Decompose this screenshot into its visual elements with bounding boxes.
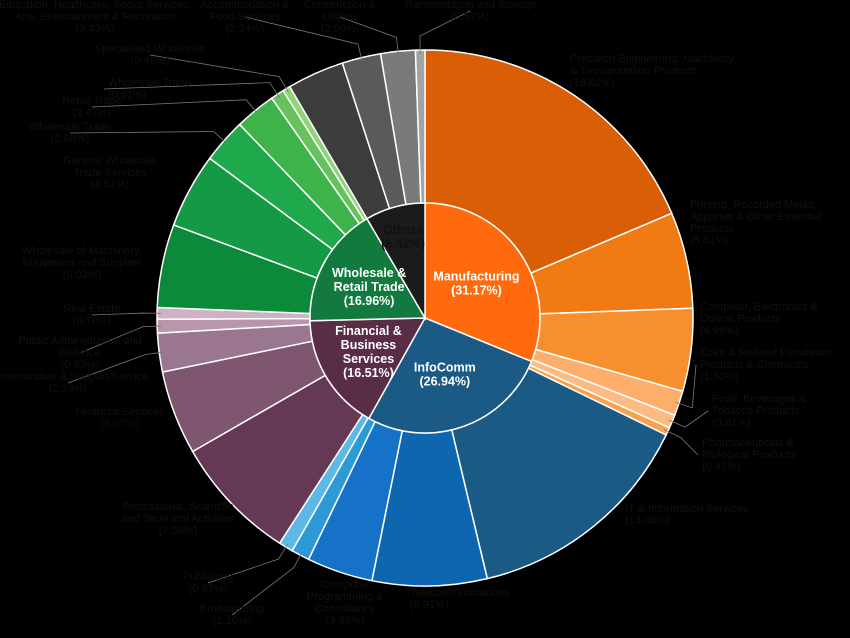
leader-wholesale-trade [69, 131, 228, 144]
inner-ring [309, 202, 541, 434]
outer-label-education-healthcare-social-services-arts-entertainment-recreation: Education, Healthcare, Social Services,A… [0, 0, 191, 35]
outer-label-wholesale-trade: Wholesale Trade(0.81%) [108, 77, 191, 101]
inner-label-manufacturing: Manufacturing(31.17%) [433, 269, 519, 297]
leader-food-beverages-tobacco-products [668, 410, 709, 428]
leader-transportation-and-storage [419, 10, 471, 55]
outer-label-retail-trade: Retail Trade(2.47%) [62, 95, 121, 119]
leader-administrative-support-service [67, 351, 164, 384]
outer-label-transportation-and-storage: Transportation and Storage(0.57%) [403, 0, 537, 23]
outer-label-it-information-services: IT & Information Services(14.08%) [625, 503, 749, 527]
outer-labels: Precision Engineering, Machinery& Transp… [0, 0, 830, 627]
leader-wholesale-trade [103, 82, 280, 98]
inner-labels: Manufacturing(31.17%) InfoComm(26.94%) Fin… [332, 223, 520, 389]
outer-label-construction-utilities: Construction &Utilities(2.08%) [304, 0, 377, 35]
inner-slice-manufacturing [424, 202, 541, 363]
leader-accommodation-food-services [244, 16, 363, 62]
leader-broadcasting [231, 551, 303, 616]
outer-ring [156, 49, 694, 587]
outer-label-financial-services: Financial Services(5.07%) [75, 406, 165, 430]
leader-specialised-wholesale [149, 54, 289, 93]
leader-construction-utilities [339, 16, 399, 56]
leader-publishing [207, 543, 289, 584]
inner-slice-others [365, 202, 426, 321]
inner-slice-financial-business-services [309, 317, 427, 420]
leader-lines [67, 10, 709, 616]
outer-label-broadcasting: Broadcasting(1.10%) [200, 603, 264, 627]
outer-label-pharmaceuticals-biological-products: Pharmaceuticals &Biological Products(0.4… [702, 437, 796, 473]
leader-retail-trade [91, 99, 259, 115]
inner-label-others: Others(8.42%) [381, 223, 425, 251]
leader-real-estate [91, 312, 162, 316]
outer-label-telecommunications: Telecommunications(6.91%) [410, 587, 510, 611]
outer-label-precision-engineering-machinery-transportation-products: Precision Engineering, Machinery& Transp… [570, 53, 734, 89]
outer-label-administrative-support-service: Administrative & Support Service(2.33%) [0, 371, 148, 395]
outer-label-wholesale-trade: Wholesale Trade(2.69%) [29, 121, 112, 145]
outer-label-printing-recorded-media-apparels-other-essential-products: Printing, Recorded Media,Apparels & Othe… [690, 199, 822, 247]
outer-label-specialised-wholesale: Specialised Wholesale(0.46%) [95, 43, 206, 67]
outer-label-food-beverages-tobacco-products: Food, Beverages &Tobacco Products(0.81%) [712, 393, 807, 429]
leader-public-administration-and-defence [79, 325, 162, 354]
inner-label-infocomm: InfoComm(26.94%) [414, 361, 476, 389]
inner-label-wholesale-retail-trade: Wholesale &Retail Trade(16.96%) [332, 266, 406, 308]
outer-label-real-estate: Real Estate(0.70%) [64, 303, 121, 327]
leader-coke-refined-petroleum-products-chemicals [675, 364, 697, 409]
outer-label-computer-electronics-optical-products: Computer, Electronics &Optical Products(… [700, 301, 819, 337]
outer-label-accommodation-food-services: Accommodation &Food Services(2.34%) [200, 0, 290, 35]
leader-pharmaceuticals-biological-products [664, 429, 699, 456]
outer-label-publishing: Publishing(0.87%) [183, 571, 234, 595]
inner-slice-wholesale-retail-trade [309, 217, 427, 322]
outer-label-wholesale-of-machinery-equipment-and-supplies: Wholesale of Machinery,Equipment and Sup… [22, 245, 142, 281]
